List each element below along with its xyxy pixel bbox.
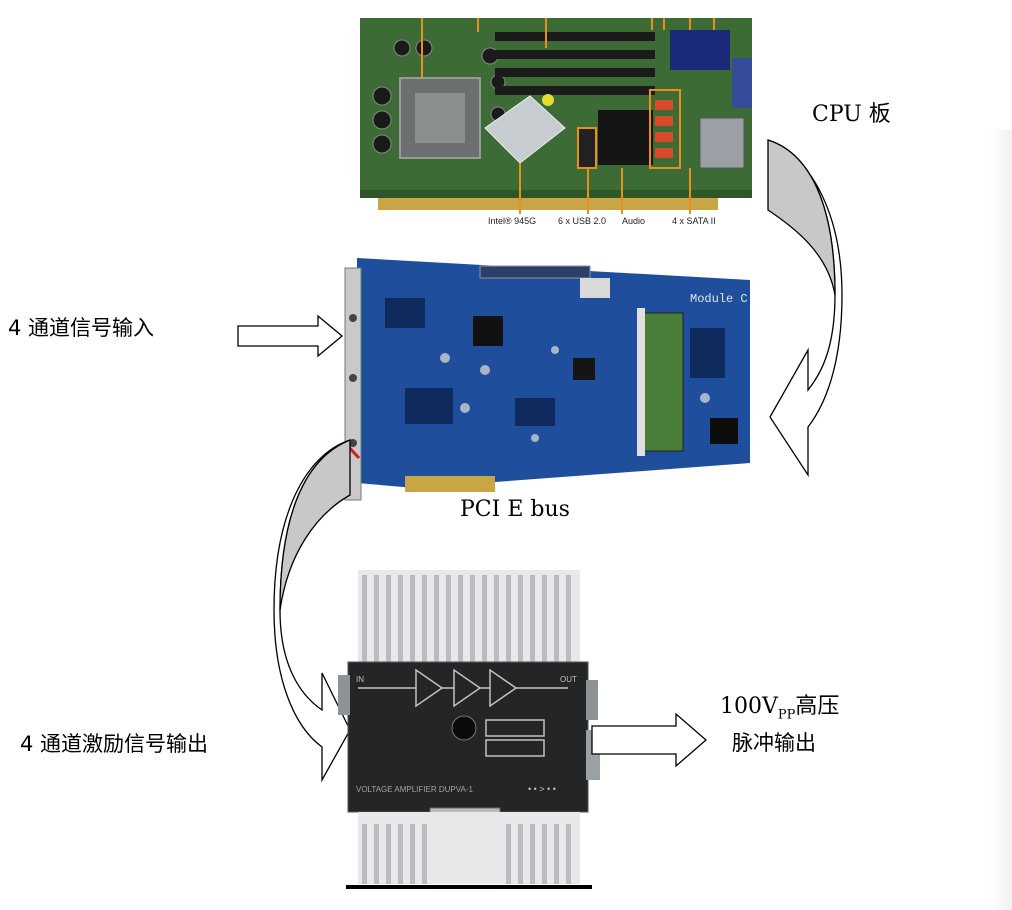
excitation-output-label: 4 通道激励信号输出 (20, 732, 209, 756)
pcie-bus-label: PCI E bus (460, 497, 570, 522)
svg-text:• • > • •: • • > • • (528, 784, 556, 794)
curved-arrow-card-to-amp (273, 439, 351, 783)
amplifier-caption: VOLTAGE AMPLIFIER DUPVA-1 (356, 785, 473, 794)
curved-arrow-cpu-to-card (767, 139, 843, 478)
pci-slot-blue (670, 30, 730, 70)
callout-lines (421, 18, 715, 214)
module-label: Module C (690, 292, 748, 306)
gain-knob (451, 715, 477, 741)
pcie-edge-connector (405, 476, 495, 492)
callout-audio: Audio (622, 216, 645, 226)
cpu-board-label: CPU 板 (812, 102, 891, 127)
capacitors (372, 39, 506, 154)
edge-connector (378, 198, 718, 210)
output-arrow (591, 712, 707, 768)
usb-header (577, 127, 597, 169)
lan-ports (699, 117, 745, 169)
sata-connectors (655, 100, 673, 158)
out-label: OUT (560, 675, 577, 684)
acquisition-card-image: Module C (343, 258, 750, 501)
bottom-heatsink (358, 812, 580, 884)
baseline-rule (346, 885, 592, 889)
voltage-amplifier-image: IN OUT VOLTAGE AMPLIFIER DUPVA-1 • • > •… (338, 570, 600, 889)
top-heatsink (358, 570, 580, 670)
fpga-chip (573, 358, 595, 380)
hv-output-suffix: 高压 (795, 694, 840, 719)
signal-input-label: 4 通道信号输入 (8, 316, 155, 340)
chipset-heatsink (484, 95, 566, 164)
io-controller-chip (598, 110, 653, 165)
hv-output-line1: 100VPP高压 (720, 688, 839, 722)
memory-slots (495, 32, 655, 95)
page-edge-shadow (990, 130, 1012, 910)
callout-usb: 6 x USB 2.0 (558, 216, 606, 226)
header-connector (479, 265, 591, 279)
hv-output-line2: 脉冲输出 (732, 731, 816, 755)
callout-sata: 4 x SATA II (672, 216, 716, 226)
in-label: IN (356, 675, 364, 684)
hv-output-subscript: PP (777, 707, 796, 723)
callout-chipset: Intel® 945G (488, 216, 536, 226)
in-connector (338, 675, 350, 715)
input-arrow (237, 314, 344, 358)
out-connector (586, 680, 598, 720)
cpu-board-image: Intel® 945G 6 x USB 2.0 Audio 4 x SATA I… (360, 18, 752, 226)
amplifier-schematic (358, 668, 568, 757)
hv-output-prefix: 100V (720, 694, 778, 719)
sodimm-module (642, 312, 684, 452)
